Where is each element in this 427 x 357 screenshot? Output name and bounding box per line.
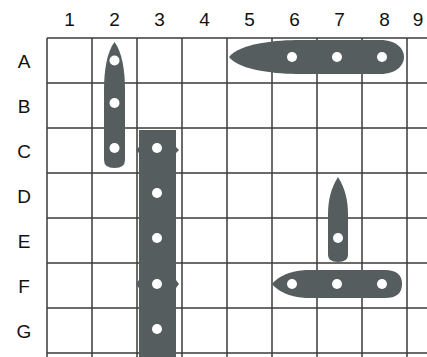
grid-lines bbox=[47, 38, 427, 357]
ship bbox=[272, 270, 402, 298]
row-letter: G bbox=[17, 322, 32, 341]
column-number: 6 bbox=[289, 10, 300, 29]
peg-holes bbox=[110, 52, 388, 334]
column-number: 1 bbox=[64, 10, 75, 29]
column-number: 9 bbox=[413, 10, 424, 29]
ship bbox=[104, 42, 125, 168]
column-number: 7 bbox=[334, 10, 345, 29]
ship bbox=[328, 177, 348, 262]
row-letter: C bbox=[17, 142, 31, 161]
column-number: 8 bbox=[379, 10, 390, 29]
column-number: 2 bbox=[109, 10, 120, 29]
row-letter: F bbox=[18, 277, 30, 296]
column-number: 3 bbox=[154, 10, 165, 29]
row-letter: D bbox=[17, 187, 31, 206]
row-letter: E bbox=[18, 232, 31, 251]
column-number: 5 bbox=[244, 10, 255, 29]
column-number: 4 bbox=[199, 10, 210, 29]
row-letter: A bbox=[18, 52, 31, 71]
ship bbox=[136, 130, 179, 357]
row-letter: B bbox=[18, 97, 31, 116]
ship bbox=[229, 40, 404, 74]
ships bbox=[104, 40, 404, 357]
